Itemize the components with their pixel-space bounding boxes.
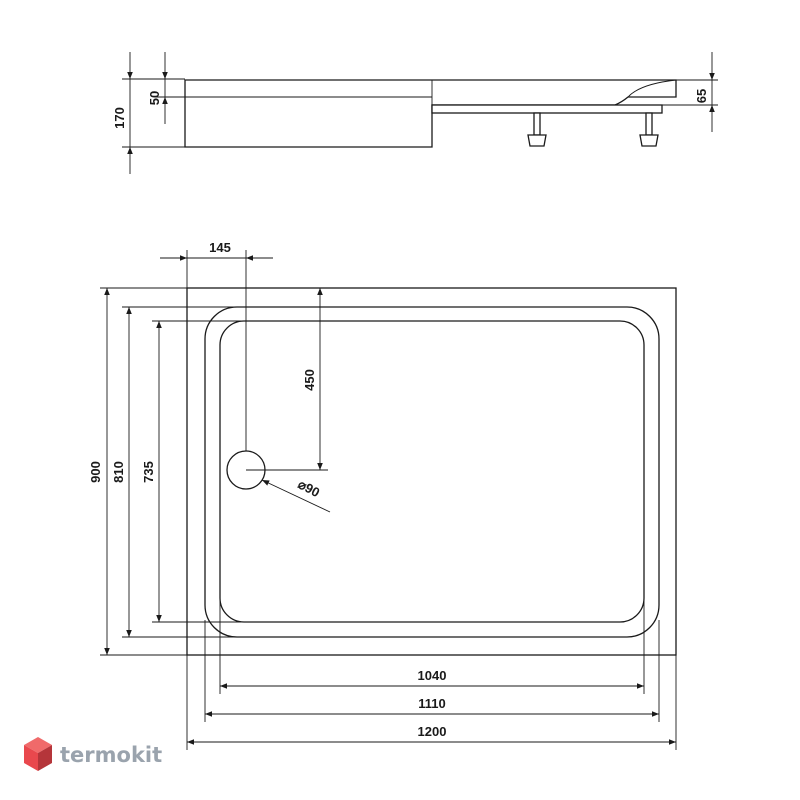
dim-side-height-rim: 50 [147, 52, 185, 124]
svg-text:1110: 1110 [418, 696, 446, 711]
dim-width-outer: 1200 [186, 655, 677, 750]
tray-inner-outline [219, 320, 645, 623]
tray-outer-outline [186, 287, 677, 656]
svg-text:65: 65 [694, 89, 709, 103]
dim-height-mid: 810 [111, 306, 240, 638]
svg-text:145: 145 [209, 240, 231, 255]
svg-text:450: 450 [302, 369, 317, 391]
dim-drain-diameter: ⌀90 [261, 476, 331, 513]
svg-text:⌀90: ⌀90 [296, 476, 323, 500]
side-support-frame [431, 104, 663, 114]
svg-text:1040: 1040 [418, 668, 447, 683]
svg-text:50: 50 [147, 91, 162, 105]
dim-width-inner: 1040 [219, 600, 645, 694]
side-foot-left [527, 112, 547, 147]
svg-text:1200: 1200 [418, 724, 447, 739]
dim-height-inner: 735 [141, 320, 244, 623]
dim-side-height-feet: 65 [662, 52, 718, 132]
dim-drain-offset-y: 450 [246, 288, 328, 471]
top-view: 145 450 ⌀90 900 810 [88, 240, 677, 750]
side-slope-curve [627, 79, 677, 98]
tray-mid-outline [204, 306, 660, 638]
side-foot-right [639, 112, 659, 147]
logo-text: termokit [60, 743, 162, 767]
svg-text:900: 900 [88, 461, 103, 483]
dim-height-outer: 900 [88, 287, 187, 656]
dim-width-mid: 1110 [204, 620, 660, 722]
cube-icon [24, 737, 52, 771]
svg-text:170: 170 [112, 107, 127, 129]
svg-text:735: 735 [141, 461, 156, 483]
dim-side-height-total: 170 [112, 52, 185, 174]
svg-text:810: 810 [111, 461, 126, 483]
side-view: 170 50 65 [112, 52, 718, 174]
dim-drain-offset-x: 145 [160, 240, 273, 451]
termokit-logo: termokit [24, 737, 162, 771]
